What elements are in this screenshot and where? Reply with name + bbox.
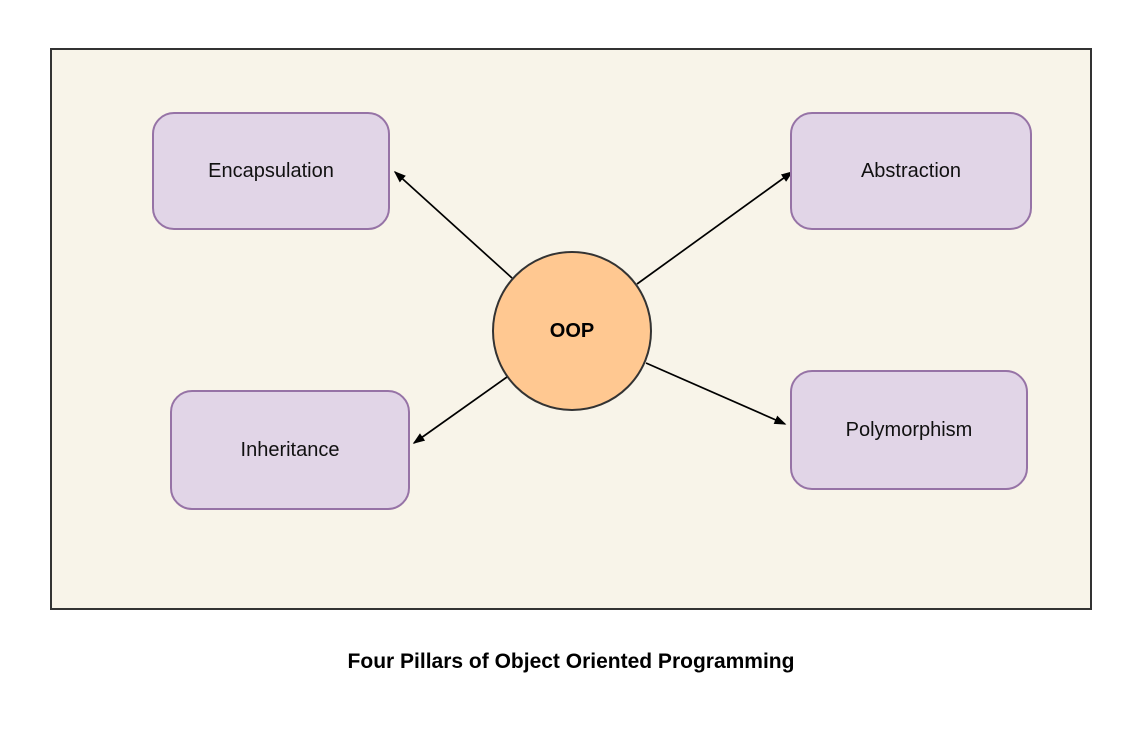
- node-inheritance-label: Inheritance: [240, 438, 340, 461]
- arrow-oop-to-encapsulation: [393, 170, 513, 279]
- node-inheritance: Inheritance: [170, 390, 410, 510]
- node-oop-center: OOP: [492, 251, 652, 411]
- node-polymorphism: Polymorphism: [790, 370, 1028, 490]
- node-abstraction: Abstraction: [790, 112, 1032, 230]
- node-encapsulation: Encapsulation: [152, 112, 390, 230]
- arrow-oop-to-inheritance: [412, 376, 508, 444]
- node-oop-label: OOP: [549, 319, 595, 342]
- arrow-oop-to-abstraction: [636, 171, 794, 285]
- diagram-canvas: Encapsulation Abstraction Inheritance Po…: [50, 48, 1092, 610]
- arrow-oop-to-polymorphism: [645, 362, 787, 425]
- node-encapsulation-label: Encapsulation: [208, 159, 334, 182]
- diagram-caption: Four Pillars of Object Oriented Programm…: [347, 650, 795, 673]
- node-abstraction-label: Abstraction: [860, 159, 962, 182]
- edge-layer: [393, 170, 794, 444]
- node-polymorphism-label: Polymorphism: [845, 418, 973, 441]
